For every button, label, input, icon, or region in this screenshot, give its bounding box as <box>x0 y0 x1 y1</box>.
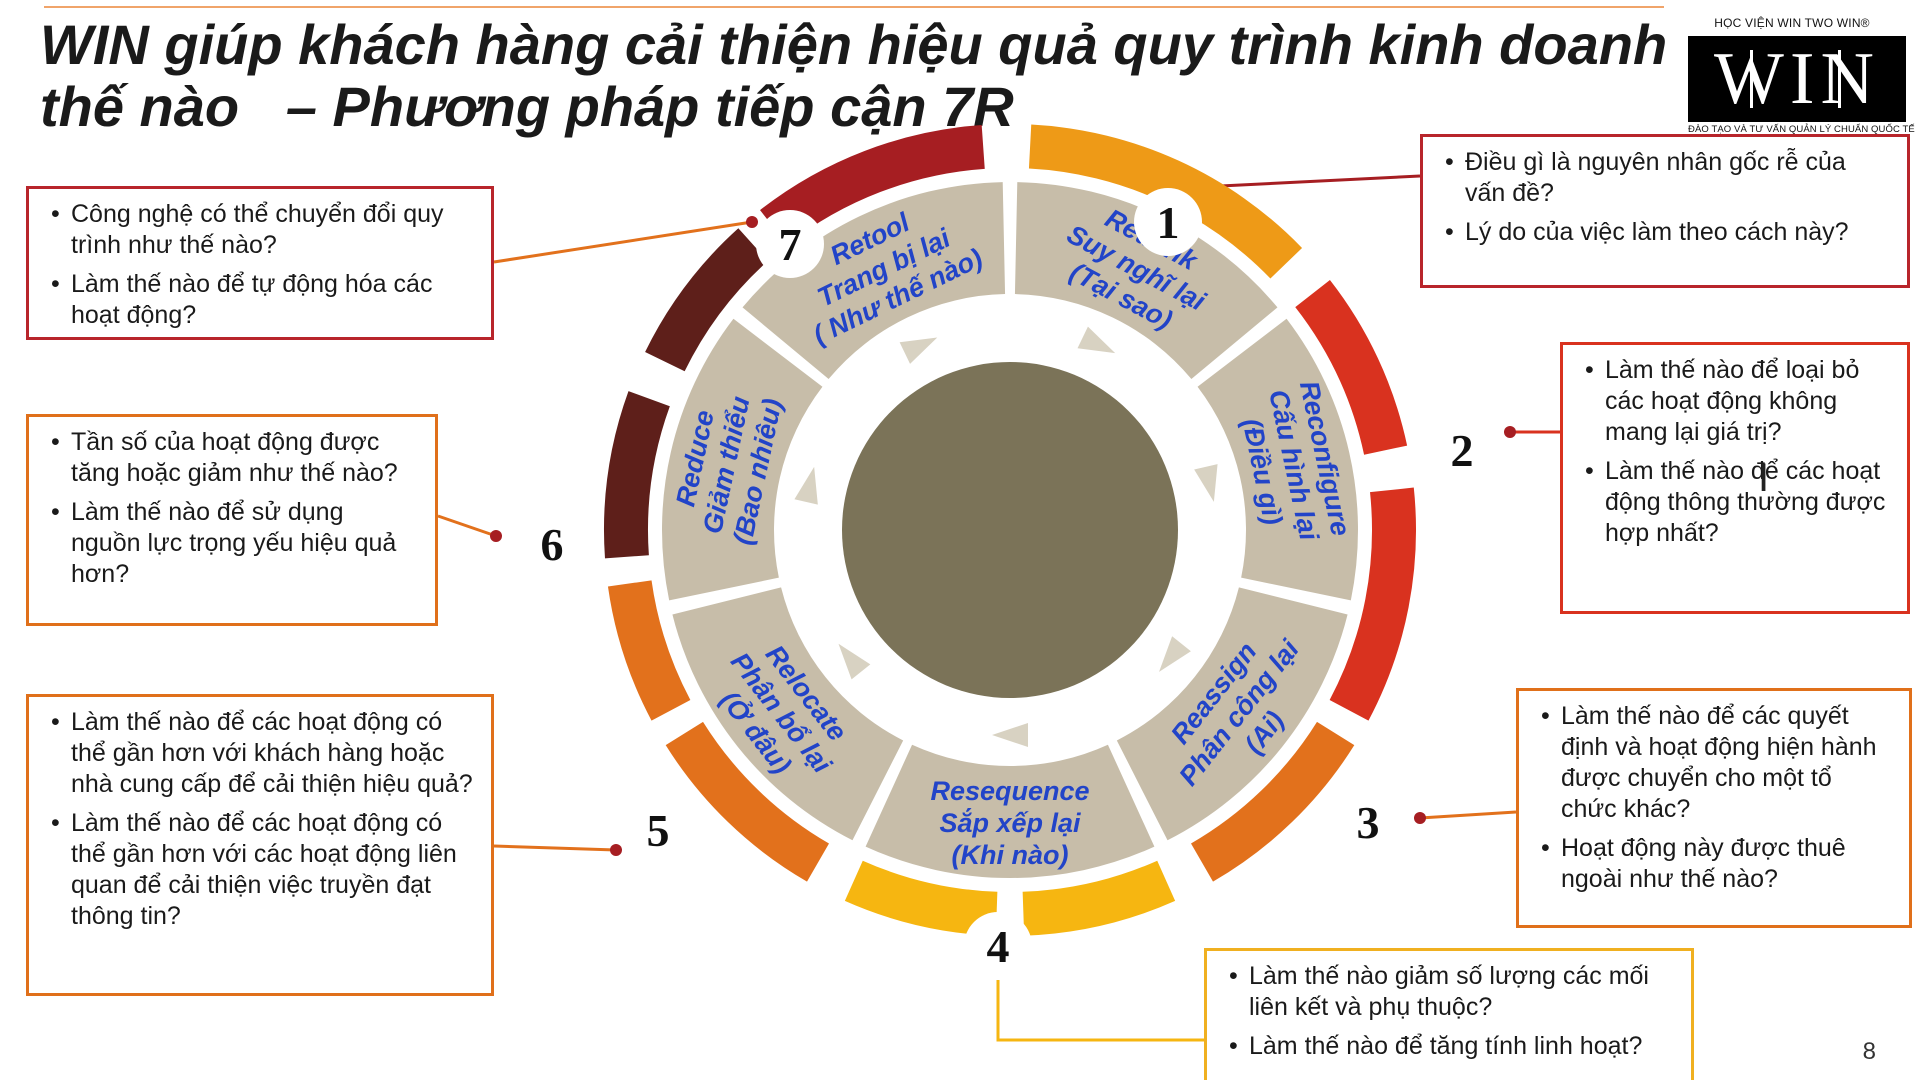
box-7-item: Làm thế nào để tự động hóa các hoạt động… <box>51 269 473 331</box>
box-2-item: Làm thế nào để các hoạt động thông thườn… <box>1585 456 1889 549</box>
box-4-item: Làm thế nào để tăng tính linh hoạt? <box>1229 1031 1673 1062</box>
logo-divider <box>1838 50 1841 108</box>
box-6-item: Tần số của hoạt động được tăng hoặc giảm… <box>51 427 417 489</box>
connector-lines <box>437 174 1560 1042</box>
inner-segments <box>662 182 1359 879</box>
inner-segment <box>742 182 1006 380</box>
number-badge <box>964 912 1032 980</box>
box-5-item: Làm thế nào để các hoạt động có thể gần … <box>51 808 473 932</box>
number-badge <box>1428 416 1496 484</box>
flow-arrow-icon <box>794 466 818 505</box>
center-disc <box>842 362 1178 698</box>
win-logo: HỌC VIỆN WIN TWO WIN® WIN ĐÀO TẠO VÀ TƯ … <box>1668 10 1916 140</box>
ring-band <box>1191 721 1355 882</box>
ring-band <box>844 860 998 936</box>
ring-band <box>645 228 768 372</box>
box-1-item: Lý do của việc làm theo cách này? <box>1445 217 1889 248</box>
text-cursor-icon: I <box>1758 456 1770 500</box>
question-box-3: Làm thế nào để các quyết định và hoạt độ… <box>1516 688 1912 928</box>
segment-number: 1 <box>1157 197 1180 248</box>
number-badge <box>624 796 692 864</box>
ring-band <box>604 391 670 559</box>
logo-top-text: HỌC VIỆN WIN TWO WIN® <box>1714 16 1870 30</box>
question-box-2: Làm thế nào để loại bỏ các hoạt động khô… <box>1560 342 1910 614</box>
question-box-1: Điều gì là nguyên nhân gốc rễ của vấn đề… <box>1420 134 1910 288</box>
flow-arrow-icon <box>1077 326 1116 354</box>
connector-dot <box>1504 426 1516 438</box>
number-badge <box>518 510 586 578</box>
ring-band <box>665 721 829 882</box>
number-badge <box>1334 788 1402 856</box>
box-2-item: Làm thế nào để loại bỏ các hoạt động khô… <box>1585 355 1889 448</box>
segment-label-line: Sắp xếp lại <box>939 807 1081 838</box>
segment-label-line: (Khi nào) <box>952 840 1069 870</box>
segment-number: 5 <box>647 805 670 856</box>
inner-segment <box>865 744 1155 879</box>
ring-band <box>760 124 985 245</box>
connector-dot <box>610 844 622 856</box>
title-line-1: WIN giúp khách hàng cải thiện hiệu quả q… <box>40 14 1680 76</box>
box-7-item: Công nghệ có thể chuyển đổi quy trình nh… <box>51 199 473 261</box>
title-line-2: thế nào <box>40 75 240 138</box>
segment-number: 2 <box>1451 425 1474 476</box>
segment-number: 4 <box>987 921 1010 972</box>
flow-arrow-icon <box>1194 464 1218 502</box>
segment-numbers: 1 2 3 4 5 6 7 <box>518 188 1496 980</box>
number-badge <box>1134 188 1202 256</box>
connector-line <box>493 220 753 264</box>
inner-segment <box>1116 587 1348 841</box>
logo-subtitle: ĐÀO TẠO VÀ TƯ VẤN QUẢN LÝ CHUẨN QUỐC TẾ <box>1688 124 1915 135</box>
segment-number: 6 <box>541 519 564 570</box>
ring-band <box>1295 280 1408 455</box>
number-badge <box>756 210 824 278</box>
question-box-5: Làm thế nào để các hoạt động có thể gần … <box>26 694 494 996</box>
connector-line <box>1419 810 1517 820</box>
ring-band <box>607 580 691 721</box>
segment-number: 7 <box>779 219 802 270</box>
box-3-item: Làm thế nào để các quyết định và hoạt độ… <box>1541 701 1891 825</box>
ring-band <box>1022 860 1176 936</box>
question-box-6: Tần số của hoạt động được tăng hoặc giảm… <box>26 414 438 626</box>
box-5-item: Làm thế nào để các hoạt động có thể gần … <box>51 707 473 800</box>
logo-divider <box>1750 50 1753 108</box>
title-line-2b: – Phương pháp tiếp cận 7R <box>285 75 1014 138</box>
connector-line <box>996 980 1204 1042</box>
connector-dot <box>1414 812 1426 824</box>
box-1-item: Điều gì là nguyên nhân gốc rễ của vấn đề… <box>1445 147 1889 209</box>
inner-segment <box>1014 182 1278 380</box>
inner-segment <box>662 318 823 601</box>
ring-band <box>1329 487 1416 721</box>
logo-mark: WIN <box>1688 36 1906 122</box>
connector-line <box>493 844 617 852</box>
box-6-item: Làm thế nào để sử dụng nguồn lực trọng y… <box>51 497 417 590</box>
flow-arrow-icon <box>838 643 871 680</box>
segment-label-line: Resequence <box>930 776 1089 806</box>
title-rule <box>44 6 1664 8</box>
question-box-4: Làm thế nào giảm số lượng các mối liên k… <box>1204 948 1694 1080</box>
connector-dot <box>746 216 758 228</box>
segment-number: 3 <box>1357 797 1380 848</box>
question-box-7: Công nghệ có thể chuyển đổi quy trình nh… <box>26 186 494 340</box>
logo-mark-text: WIN <box>1714 38 1880 120</box>
inner-segment <box>672 587 904 841</box>
box-4-item: Làm thế nào giảm số lượng các mối liên k… <box>1229 961 1673 1023</box>
inner-arrows <box>794 326 1218 747</box>
box-3-item: Hoạt động này được thuê ngoài như thế nà… <box>1541 833 1891 895</box>
connector-dot <box>490 530 502 542</box>
flow-arrow-icon <box>1159 636 1191 672</box>
slide-title: WIN giúp khách hàng cải thiện hiệu quả q… <box>40 14 1680 138</box>
connector-line <box>437 514 497 538</box>
title-line-2-wrap: thế nào – Phương pháp tiếp cận 7R <box>40 76 1680 138</box>
page-number: 8 <box>1862 1038 1876 1065</box>
flow-arrow-icon <box>992 723 1028 747</box>
inner-segment <box>1197 318 1359 601</box>
flow-arrow-icon <box>899 337 938 364</box>
